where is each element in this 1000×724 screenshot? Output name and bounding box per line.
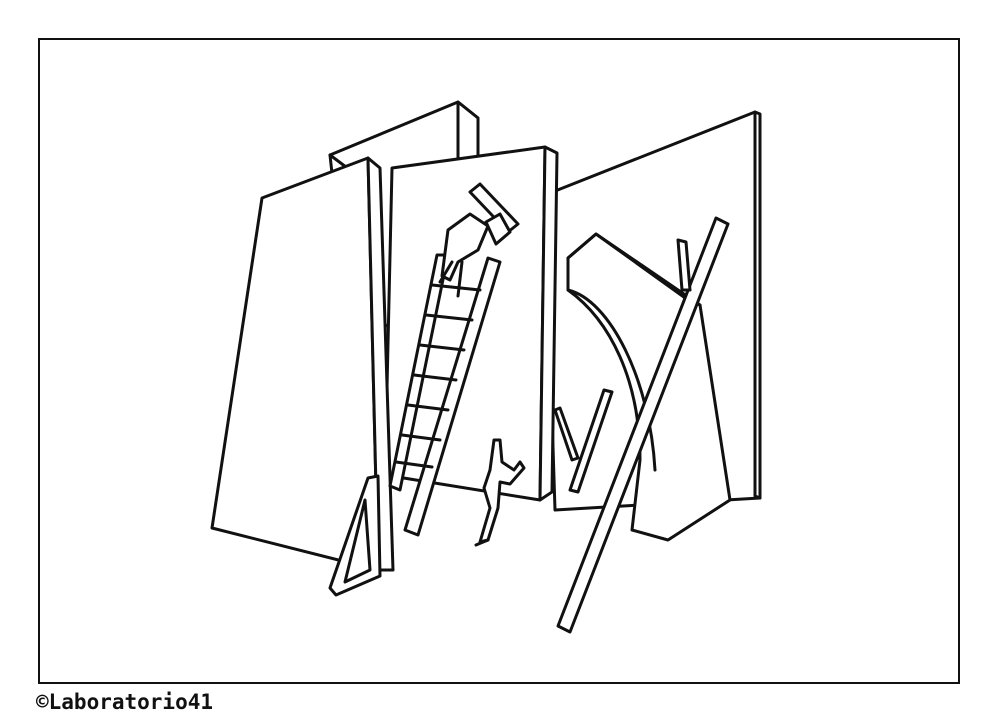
worker-on-ladder [438,182,520,298]
worker-on-ground [474,438,526,547]
support-posts [553,238,692,494]
ladder [388,253,502,537]
left-panel [210,156,395,572]
illustration-frame [38,38,960,684]
triangle-brace [328,474,382,597]
copyright-text: ©Laboratorio41 [36,690,214,714]
diagonal-beam [556,216,730,634]
